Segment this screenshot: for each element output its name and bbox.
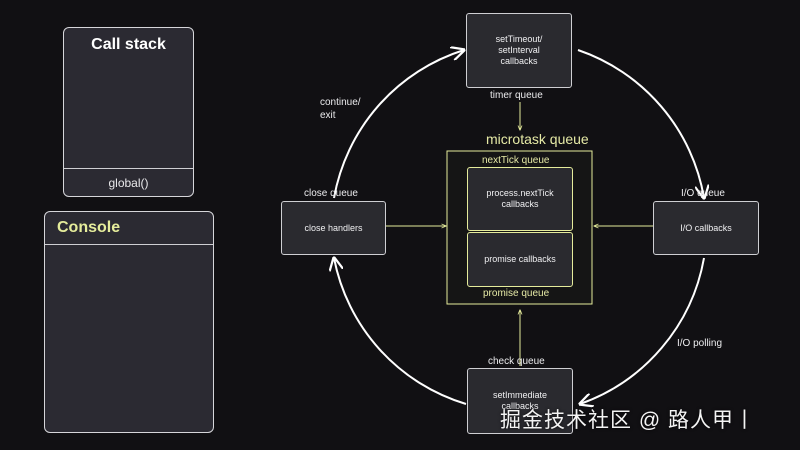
arc-timer-to-io: [577, 49, 704, 198]
arc-io-to-check: [580, 257, 705, 404]
timer-queue-box-text: setTimeout/ setInterval callbacks: [495, 34, 543, 66]
call-stack-frame: global(): [64, 168, 193, 196]
microtask-title: microtask queue: [486, 131, 589, 147]
io-queue-box: I/O callbacks: [653, 201, 759, 255]
close-queue-box-text: close handlers: [304, 222, 363, 233]
check-queue-label: check queue: [488, 356, 545, 367]
arc-check-to-close: [334, 258, 467, 405]
check-queue-box-text: setImmediate callbacks: [492, 390, 548, 411]
io-queue-label: I/O queue: [681, 188, 725, 199]
close-queue-box: close handlers: [281, 201, 386, 255]
next-tick-queue-label: nextTick queue: [482, 155, 550, 166]
continue-exit-label: continue/ exit: [320, 97, 361, 121]
call-stack-title: Call stack: [91, 36, 166, 53]
check-queue-box: setImmediate callbacks: [467, 368, 573, 434]
arc-close-to-timer: [333, 50, 464, 199]
io-polling-label: I/O polling: [677, 338, 723, 349]
console-panel: Console: [44, 211, 214, 433]
promise-box: promise callbacks: [467, 232, 573, 287]
io-queue-box-text: I/O callbacks: [680, 222, 732, 233]
promise-box-text: promise callbacks: [484, 254, 556, 264]
console-header: Console: [45, 212, 213, 245]
console-title: Console: [57, 219, 121, 236]
call-stack-frame-label: global(): [108, 175, 149, 190]
next-tick-box-text: process.nextTick callbacks: [486, 188, 554, 209]
timer-queue-label: timer queue: [490, 90, 543, 101]
watermark-text: 掘金技术社区 @ 路人甲丨: [500, 409, 756, 432]
next-tick-box: process.nextTick callbacks: [467, 167, 573, 231]
call-stack-panel: Call stack global(): [63, 27, 194, 197]
promise-queue-label: promise queue: [483, 288, 550, 299]
timer-queue-box: setTimeout/ setInterval callbacks: [466, 13, 572, 88]
close-queue-label: close queue: [304, 188, 358, 199]
